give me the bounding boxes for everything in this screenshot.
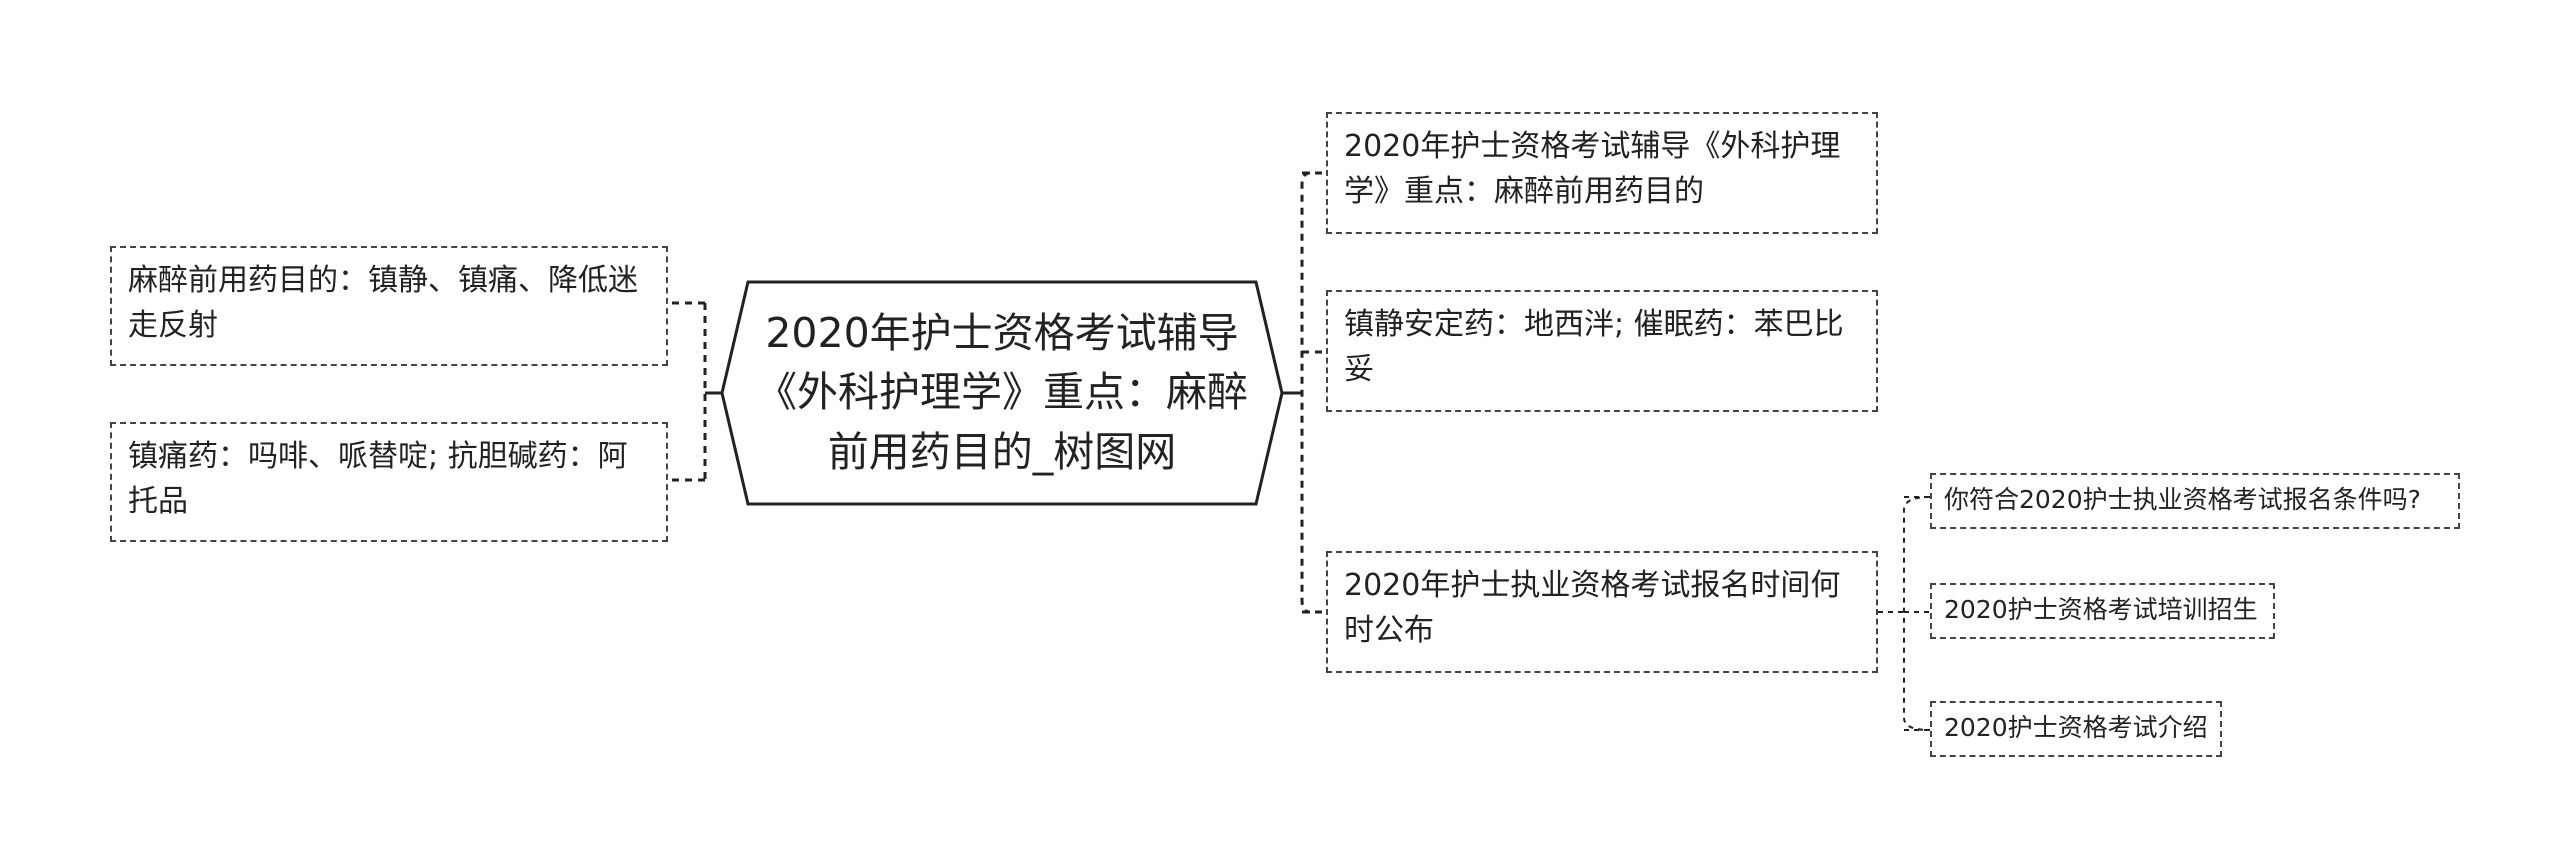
right-node-1-text: 2020年护士资格考试辅导《外科护理学》重点：麻醉前用药目的 [1344, 129, 1841, 209]
left-node-2-text: 镇痛药：吗啡、哌替啶; 抗胆碱药：阿托品 [128, 439, 628, 519]
right-node-2-text: 镇静安定药：地西泮; 催眠药：苯巴比妥 [1344, 307, 1844, 387]
left-node-1-text: 麻醉前用药目的：镇静、镇痛、降低迷走反射 [128, 263, 638, 343]
right-node-1[interactable]: 2020年护士资格考试辅导《外科护理学》重点：麻醉前用药目的 [1326, 112, 1878, 234]
left-node-1[interactable]: 麻醉前用药目的：镇静、镇痛、降低迷走反射 [110, 246, 668, 366]
right-node-2[interactable]: 镇静安定药：地西泮; 催眠药：苯巴比妥 [1326, 290, 1878, 412]
sub-node-1-text: 你符合2020护士执业资格考试报名条件吗? [1944, 485, 2421, 514]
right-node-3[interactable]: 2020年护士执业资格考试报名时间何时公布 [1326, 551, 1878, 673]
sub-spine [1903, 496, 1931, 731]
sub-node-3-text: 2020护士资格考试介绍 [1944, 713, 2208, 742]
right-node-3-text: 2020年护士执业资格考试报名时间何时公布 [1344, 568, 1841, 648]
root-title: 2020年护士资格考试辅导《外科护理学》重点：麻醉前用药目的_树图网 [756, 308, 1248, 476]
right-spine [1300, 171, 1311, 614]
root-node[interactable]: 2020年护士资格考试辅导《外科护理学》重点：麻醉前用药目的_树图网 [722, 282, 1282, 504]
left-node-2[interactable]: 镇痛药：吗啡、哌替啶; 抗胆碱药：阿托品 [110, 422, 668, 542]
sub-node-1[interactable]: 你符合2020护士执业资格考试报名条件吗? [1930, 473, 2460, 529]
sub-node-2-text: 2020护士资格考试培训招生 [1944, 595, 2258, 624]
sub-node-2[interactable]: 2020护士资格考试培训招生 [1930, 583, 2275, 639]
sub-node-3[interactable]: 2020护士资格考试介绍 [1930, 701, 2222, 757]
